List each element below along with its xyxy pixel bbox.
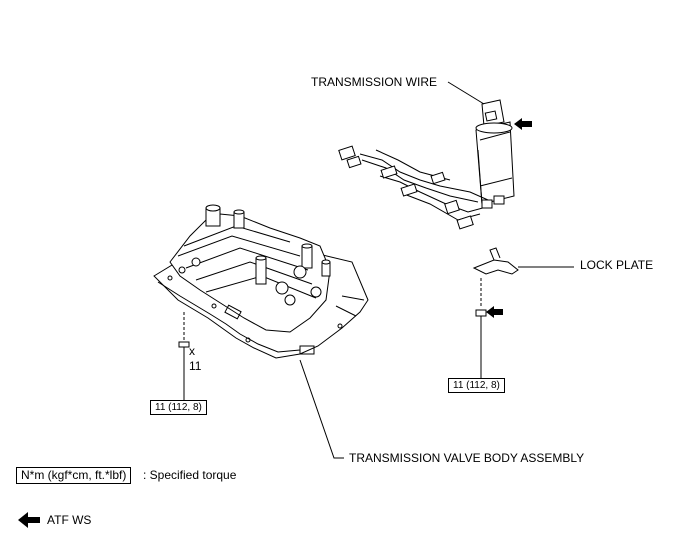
- bolt-quantity-mark: x: [189, 344, 195, 358]
- valve-body-bolt: [178, 312, 190, 399]
- bolt-quantity: 11: [189, 359, 202, 373]
- torque-spec-left: 11 (112, 8): [150, 400, 207, 415]
- valve-body-label: TRANSMISSION VALVE BODY ASSEMBLY: [349, 451, 585, 465]
- valve-body-leader: [299, 359, 344, 459]
- lock-plate-label: LOCK PLATE: [580, 258, 654, 272]
- atf-arrow-icon-wire: [514, 118, 532, 130]
- valve-body-assembly: [153, 204, 369, 359]
- lock-plate-bolt: [475, 278, 487, 378]
- atf-arrow-icon-legend: [18, 512, 40, 528]
- atf-arrows: [18, 118, 532, 528]
- lock-plate: [472, 247, 574, 275]
- transmission-wire-label: TRANSMISSION WIRE: [311, 75, 438, 89]
- transmission-wire-leader: [447, 81, 485, 105]
- legend-torque-units: N*m (kgf*cm, ft.*lbf): [16, 467, 132, 484]
- transmission-wire: [338, 99, 515, 230]
- legend-torque-desc: : Specified torque: [143, 468, 237, 482]
- legend-atf-label: ATF WS: [47, 513, 92, 527]
- atf-arrow-icon-bolt: [486, 306, 503, 318]
- torque-spec-right: 11 (112, 8): [448, 378, 505, 393]
